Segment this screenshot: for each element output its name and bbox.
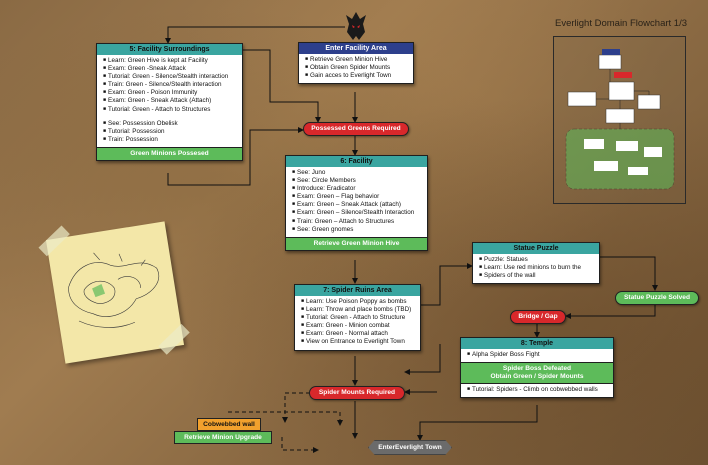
list-item: Train: Green – Attach to Structures [292, 218, 423, 226]
node-item-list: Tutorial: Spiders - Climb on cobwebbed w… [461, 384, 613, 397]
list-item: View on Entrance to Everlight Town [301, 338, 416, 346]
pill-spider-mounts-required: Spider Mounts Required [309, 386, 405, 400]
list-item: Tutorial: Possession [103, 128, 238, 136]
list-item: Learn: Use Poison Poppy as bombs [301, 298, 416, 306]
dashed-connector-mounts-to-cobweb [282, 392, 310, 423]
result-line: Spider Boss Defeated [502, 365, 572, 373]
node-header: Enter Facility Area [299, 43, 413, 54]
list-item: Introduce: Eradicator [292, 185, 423, 193]
node-header: 8: Temple [461, 338, 613, 349]
list-item: Exam: Green - Minion combat [301, 322, 416, 330]
list-item: Puzzle: Statues [479, 256, 595, 264]
tag-retrieve-minion-upgrade: Retrieve Minion Upgrade [174, 431, 272, 444]
node-item-list: Learn: Green Hive is kept at Facility Ex… [97, 55, 242, 147]
node-header: 7: Spider Ruins Area [295, 285, 420, 296]
tag-cobwebbed-wall: Cobwebbed wall [197, 418, 261, 431]
list-item: Train: Green - Silence/Stealth interacti… [103, 81, 238, 89]
dashed-connector-upgrade [228, 411, 343, 426]
list-item: Learn: Green Hive is kept at Facility [103, 57, 238, 65]
flowchart-title: Everlight Domain Flowchart 1/3 [555, 18, 687, 29]
list-item: Exam: Green - Sneak Attack (Attach) [103, 97, 238, 105]
connector-temple-left [404, 344, 441, 375]
pill-bridge-gap: Bridge / Gap [510, 310, 566, 324]
list-item: See: Juno [292, 169, 423, 177]
node-result-block: Spider Boss Defeated Obtain Green / Spid… [461, 362, 613, 385]
node-item-list: Alpha Spider Boss Fight [461, 349, 613, 362]
node-facility: 6: Facility See: Juno See: Circle Member… [285, 155, 428, 251]
list-item: Learn: Use red minions to burn the [479, 264, 595, 272]
node-temple: 8: Temple Alpha Spider Boss Fight Spider… [460, 337, 614, 399]
list-item: Tutorial: Green - Attach to Structures [103, 106, 238, 114]
node-facility-surroundings: 5: Facility Surroundings Learn: Green Hi… [96, 43, 243, 161]
list-item: Exam: Green – Silence/Stealth Interactio… [292, 209, 423, 217]
minimap-overview [553, 36, 686, 204]
node-enter-everlight-town: EnterEverlight Town [368, 440, 452, 455]
connector-ruins-to-statue [420, 263, 473, 306]
node-item-list: Retrieve Green Minion Hive Obtain Green … [299, 54, 413, 83]
connector-statue-to-solved [598, 256, 658, 291]
list-item: Learn: Throw and place bombs (TBD) [301, 306, 416, 314]
dashed-connector-cobweb [281, 437, 319, 453]
node-item-list: See: Juno See: Circle Members Introduce:… [286, 167, 427, 237]
node-header: 5: Facility Surroundings [97, 44, 242, 55]
node-footer: Retrieve Green Minion Hive [286, 236, 427, 250]
list-item: Tutorial: Spiders - Climb on cobwebbed w… [467, 386, 609, 394]
list-item: Exam: Green -Sneak Attack [103, 65, 238, 73]
result-line: Obtain Green / Spider Mounts [490, 373, 584, 381]
list-item: Exam: Green - Normal attach [301, 330, 416, 338]
list-item: See: Green gnomes [292, 226, 423, 234]
pill-statue-puzzle-solved: Statue Puzzle Solved [615, 291, 699, 305]
list-item: Alpha Spider Boss Fight [467, 351, 609, 359]
list-item: Spiders of the wall [479, 272, 595, 280]
list-item: See: Possession Obelisk [103, 120, 238, 128]
connector-surroundings-to-possessed [240, 49, 321, 123]
demon-logo-icon [345, 10, 367, 47]
node-footer: Green Minions Possesed [97, 146, 242, 160]
connector-logo-to-surroundings [165, 26, 345, 44]
list-item: See: Circle Members [292, 177, 423, 185]
list-item: Exam: Green – Sneak Attack (attach) [292, 201, 423, 209]
list-item: Obtain Green Spider Mounts [305, 64, 409, 72]
node-spider-ruins: 7: Spider Ruins Area Learn: Use Poison P… [294, 284, 421, 351]
sketch-map [68, 252, 159, 328]
node-statue-puzzle: Statue Puzzle Puzzle: Statues Learn: Use… [472, 242, 600, 285]
list-item: Retrieve Green Minion Hive [305, 56, 409, 64]
list-item: Exam: Green – Flag behavior [292, 193, 423, 201]
list-item: Gain acces to Everlight Town [305, 72, 409, 80]
connector-footer-to-possessed [167, 127, 304, 186]
node-header: Statue Puzzle [473, 243, 599, 254]
map-sticky-note [38, 221, 190, 364]
list-item: Train: Possession [103, 136, 238, 144]
connector-temple-to-town [417, 405, 538, 441]
node-item-list: Learn: Use Poison Poppy as bombs Learn: … [295, 296, 420, 350]
list-item: Tutorial: Green - Attach to Structure [301, 314, 416, 322]
list-item: Tutorial: Green - Silence/Stealth intera… [103, 73, 238, 81]
node-enter-facility: Enter Facility Area Retrieve Green Minio… [298, 42, 414, 85]
list-item: Exam: Green - Poison Immunity [103, 89, 238, 97]
connector-solved-to-bridge [565, 303, 656, 319]
node-item-list: Puzzle: Statues Learn: Use red minions t… [473, 254, 599, 283]
node-header: 6: Facility [286, 156, 427, 167]
pill-possessed-greens-required: Possessed Greens Required [303, 122, 409, 136]
